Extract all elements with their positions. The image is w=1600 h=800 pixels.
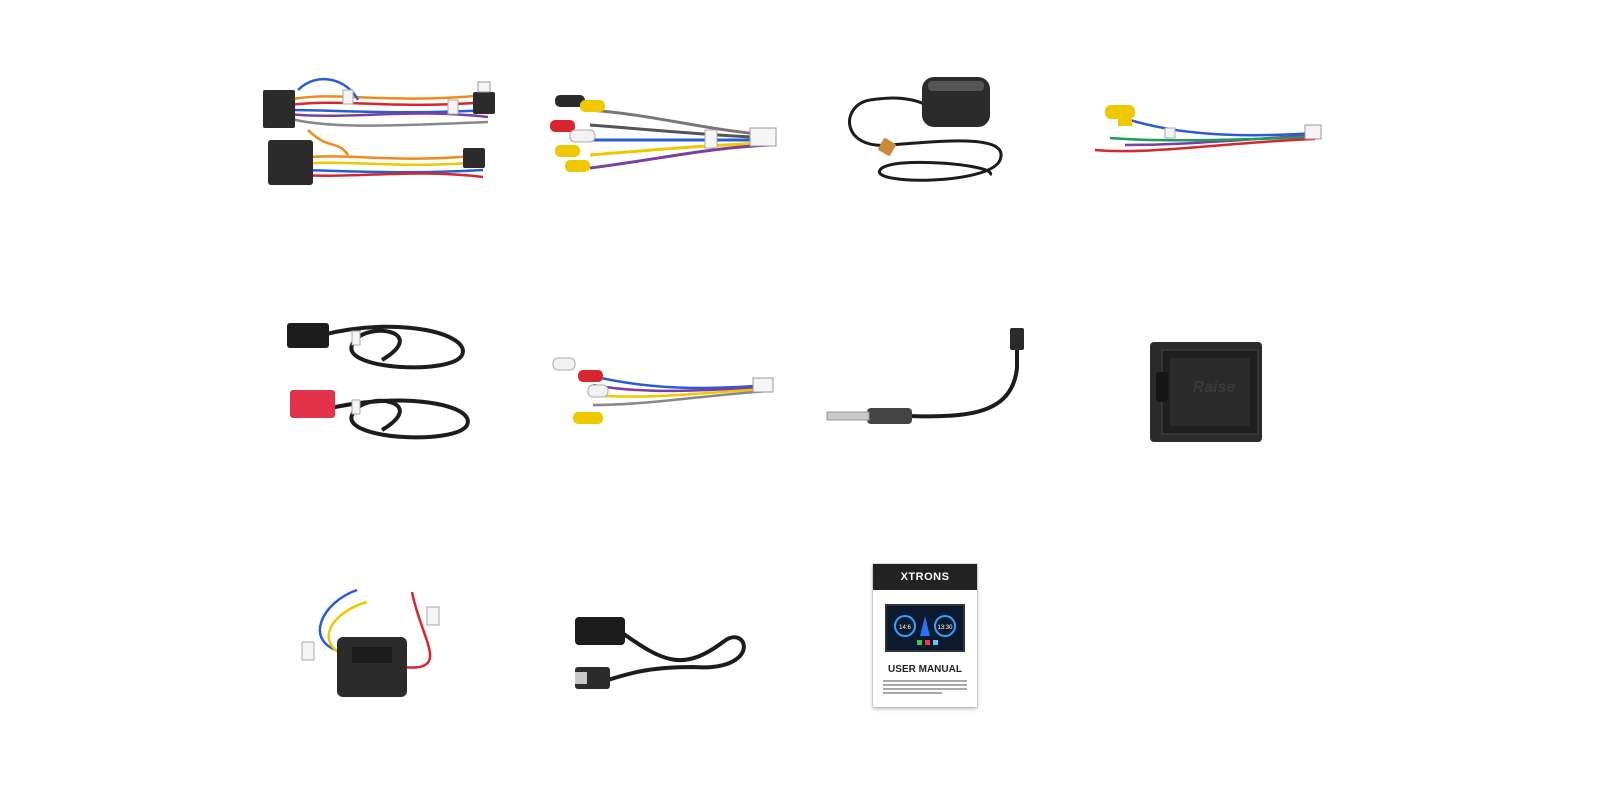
gps-antenna: [840, 75, 1015, 195]
wiring-harness: [258, 70, 508, 195]
box-logo-text: Raise: [1193, 379, 1236, 396]
radio-antenna-adapter: [822, 328, 1032, 428]
camera-rca-cable: [1090, 100, 1325, 165]
audio-rca-cable: [548, 350, 778, 430]
usb-extension-cable: [573, 612, 748, 697]
power-filter-module: [292, 582, 467, 707]
manual-brand: XTRONS: [873, 564, 977, 590]
manual-body-text: [883, 680, 967, 696]
manual-screen-right-text: 13:30: [937, 625, 953, 631]
manual-title: USER MANUAL: [888, 664, 962, 675]
manual-screen-image: 14:6 13:30: [885, 604, 965, 652]
rca-av-cable: [545, 90, 780, 180]
usb-cable-pair: [282, 315, 482, 445]
can-bus-decoder-box: Raise: [1148, 340, 1266, 445]
manual-screen-left-text: 14:6: [899, 625, 911, 631]
user-manual: XTRONS 14:6 13:30 USER MANUAL: [873, 564, 977, 707]
